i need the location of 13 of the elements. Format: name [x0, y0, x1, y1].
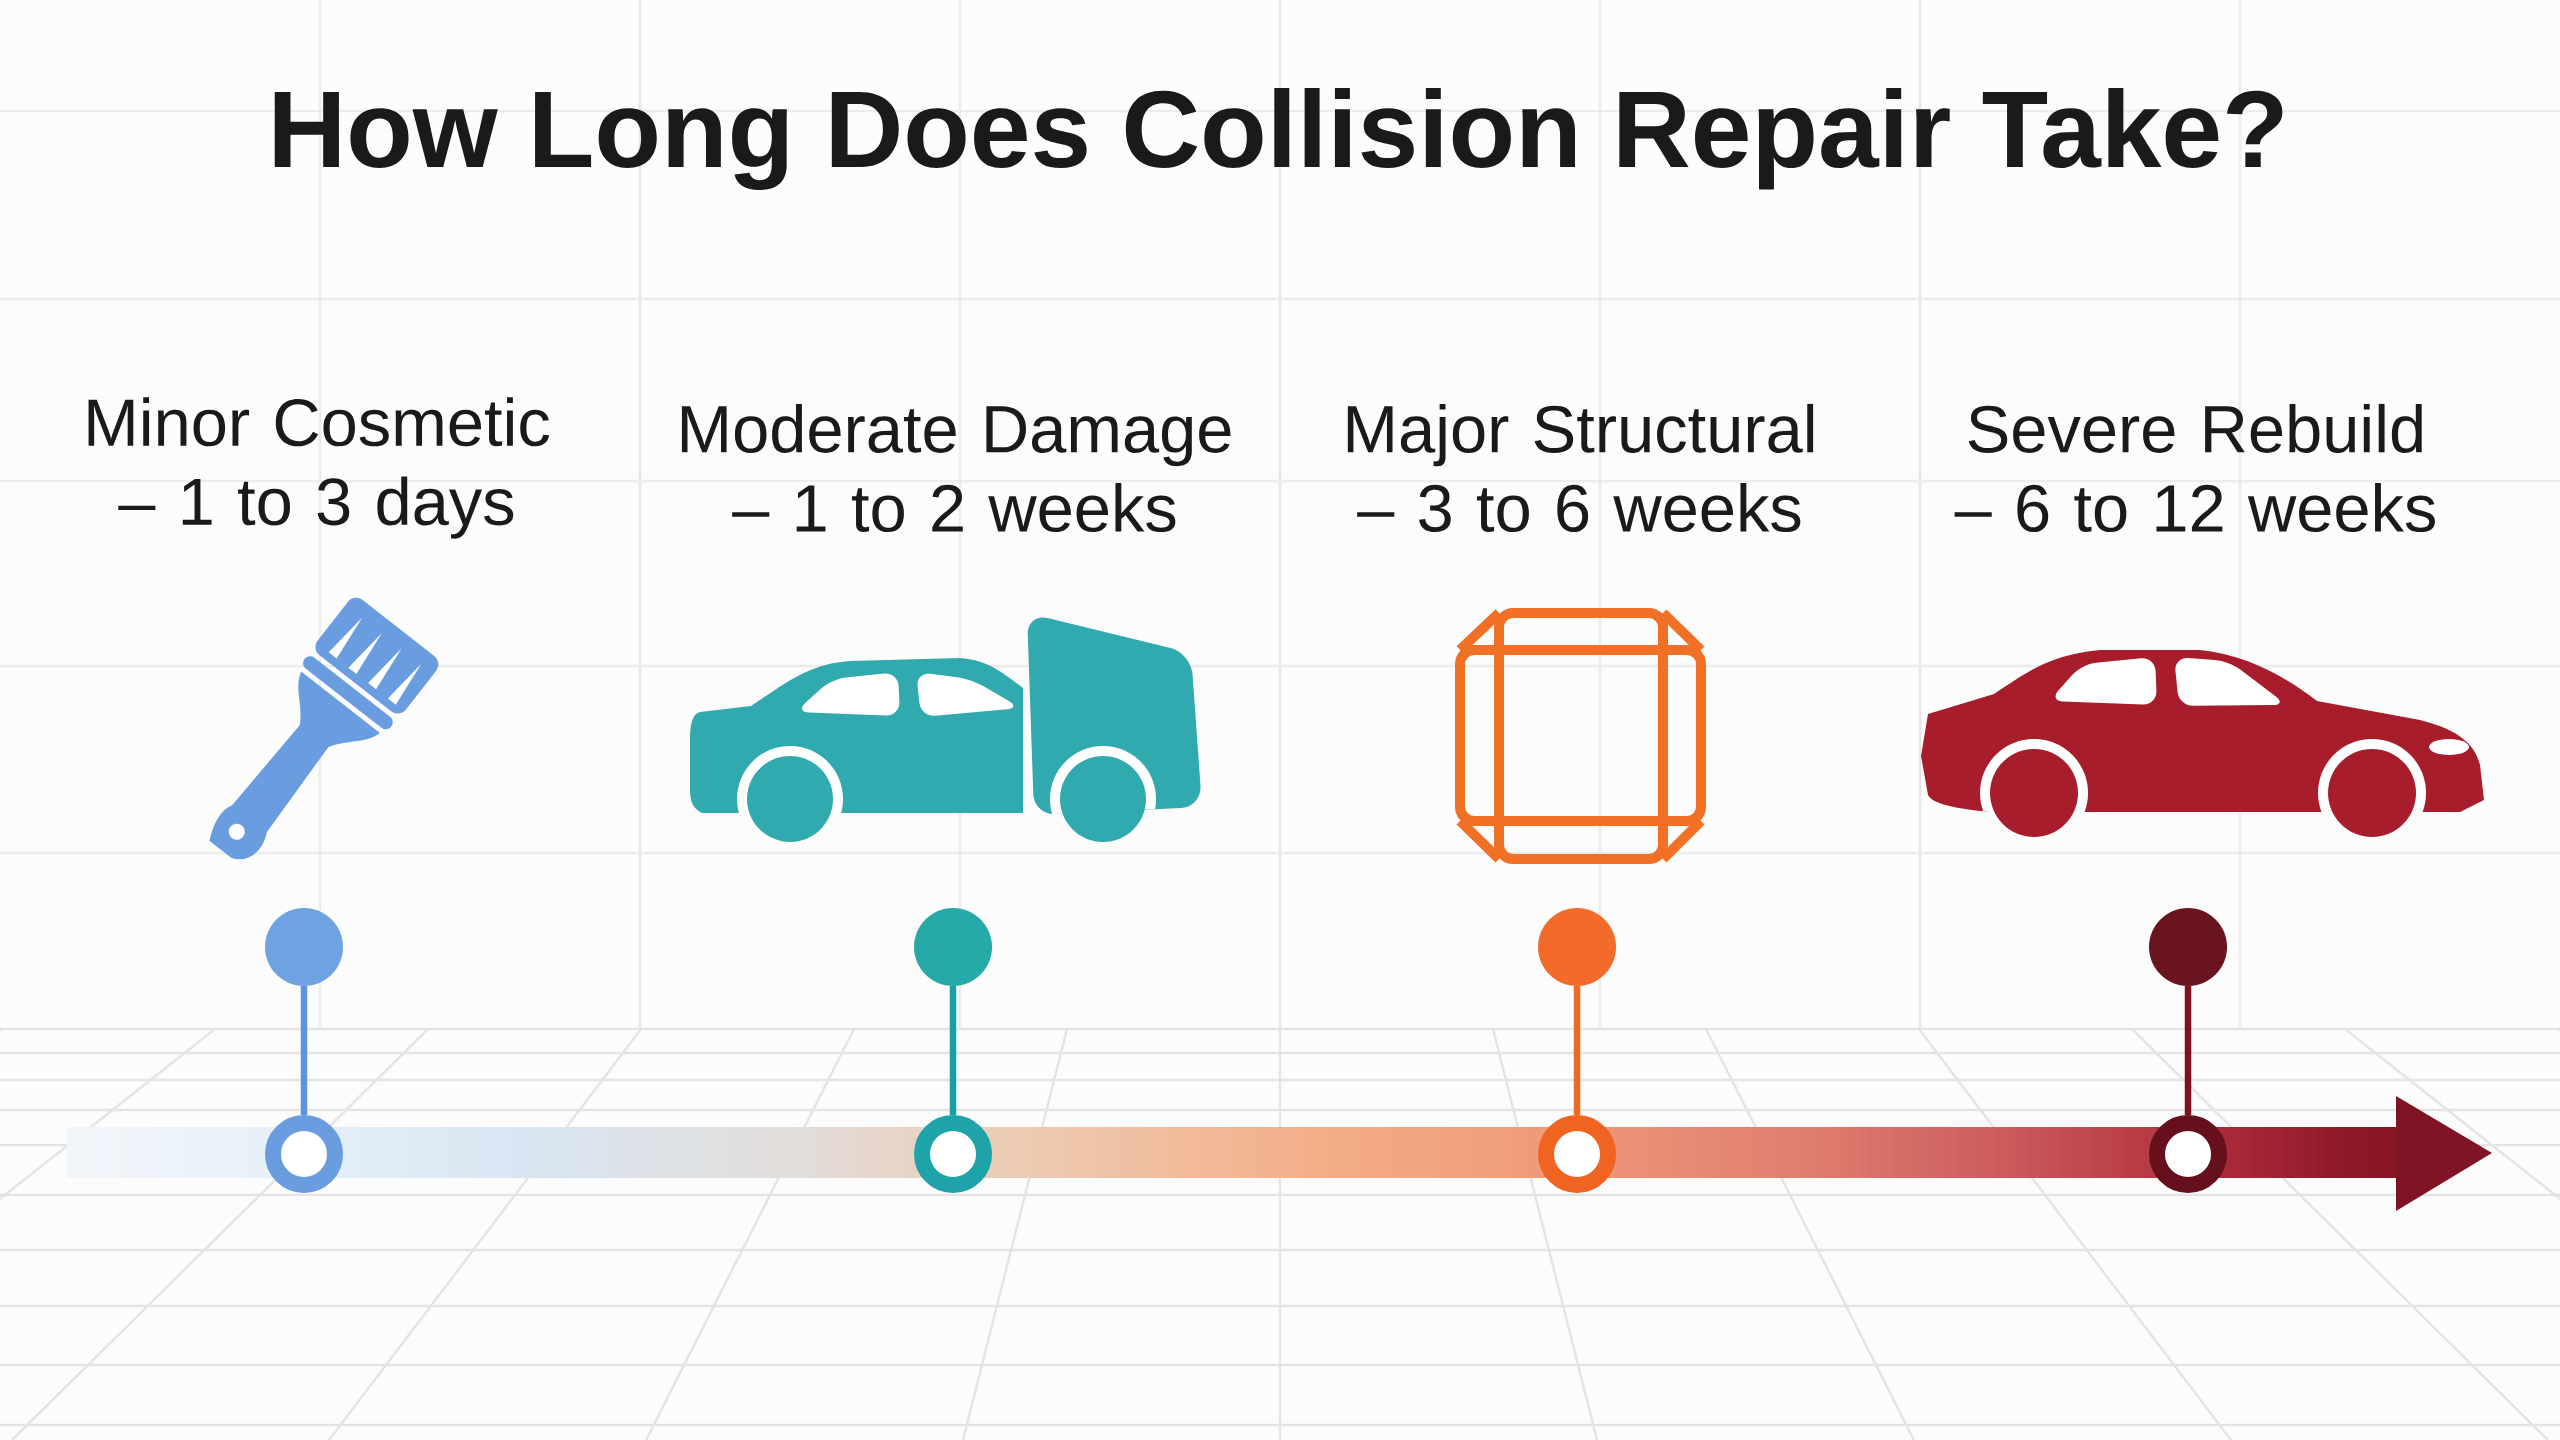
timeline-marker	[264, 1114, 344, 1194]
stage-label: Minor Cosmetic – 1 to 3 days	[88, 397, 550, 539]
timeline-marker	[1538, 1114, 1617, 1194]
stage-label: Major Structural – 3 to 6 weeks	[1347, 403, 1814, 533]
timeline-marker	[2149, 1114, 2228, 1194]
stage-label: Moderate Damage – 1 to 2 weeks	[681, 403, 1231, 533]
pin-head	[914, 907, 993, 986]
title: How Long Does Collision Repair Take?	[274, 87, 2283, 191]
pin-head	[1538, 907, 1617, 986]
pin-head	[265, 907, 344, 986]
pin-head	[2149, 907, 2228, 986]
timeline-marker	[914, 1114, 993, 1194]
stage-label: Severe Rebuild – 6 to 12 weeks	[1954, 403, 2435, 533]
